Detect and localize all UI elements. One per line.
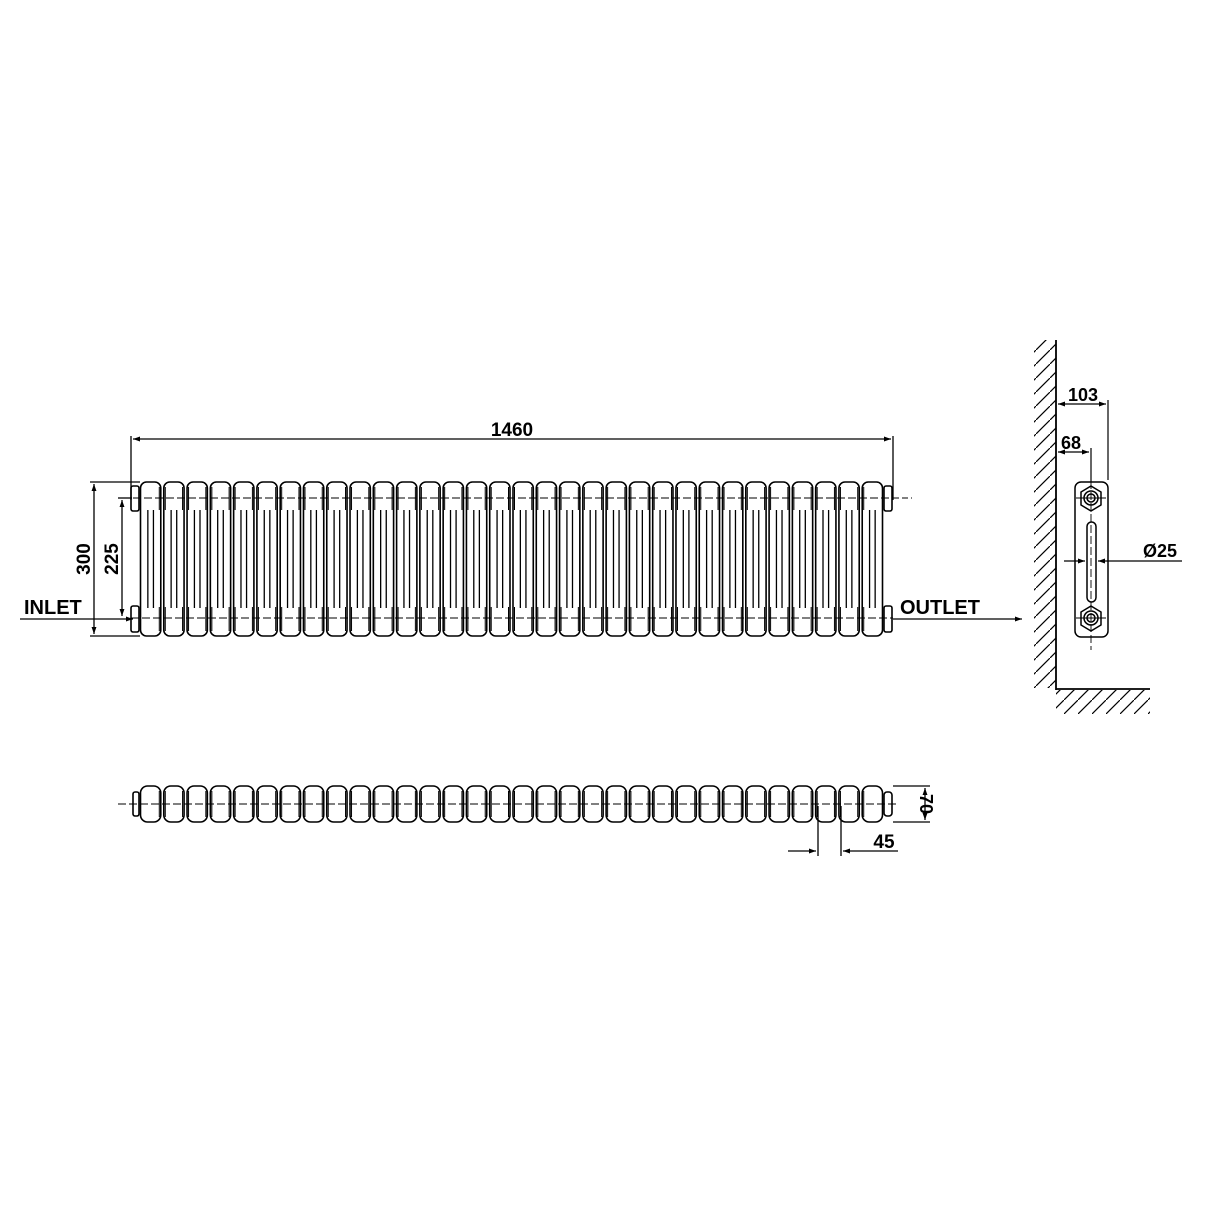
- front-section: [325, 481, 353, 637]
- section-slot: [1086, 521, 1097, 603]
- front-section: [465, 481, 492, 637]
- front-section: [372, 481, 399, 637]
- front-section: [349, 481, 376, 637]
- front-section: [698, 481, 725, 637]
- outlet-label: OUTLET: [900, 597, 980, 619]
- front-section: [256, 481, 283, 637]
- section-depth-label: 70: [916, 794, 936, 814]
- front-section: [675, 481, 702, 637]
- front-section: [488, 481, 515, 637]
- front-section: [139, 481, 166, 637]
- inlet-label: INLET: [24, 597, 82, 619]
- front-section: [745, 481, 772, 637]
- section-pitch-label: 45: [873, 832, 895, 853]
- front-section: [605, 481, 632, 637]
- wall-hatch: [1034, 340, 1056, 688]
- front-section: [395, 481, 422, 637]
- front-section: [419, 481, 446, 637]
- centres-label: 225: [102, 543, 123, 575]
- front-dimensions: [20, 436, 1022, 637]
- front-section: [721, 481, 748, 637]
- side-view: [1034, 340, 1182, 714]
- pipe-diameter-label: Ø25: [1143, 541, 1177, 561]
- end-plug: [883, 605, 893, 633]
- front-section: [768, 481, 795, 637]
- width-label: 1460: [491, 420, 533, 441]
- front-section: [861, 481, 884, 637]
- front-section: [512, 481, 539, 637]
- front-view: [122, 481, 893, 637]
- front-section: [279, 481, 306, 637]
- end-plug: [883, 485, 893, 512]
- front-section: [232, 481, 259, 637]
- front-section: [814, 481, 841, 637]
- front-section: [838, 481, 865, 637]
- depth-total-label: 103: [1068, 385, 1098, 405]
- front-section: [162, 481, 190, 637]
- top-dimensions: [788, 785, 930, 856]
- front-section: [558, 481, 585, 637]
- front-section: [442, 481, 469, 637]
- front-section: [628, 481, 655, 637]
- height-label: 300: [74, 543, 95, 575]
- front-section: [209, 481, 236, 637]
- front-section: [651, 481, 678, 637]
- floor-hatch: [1056, 690, 1150, 714]
- front-section: [186, 481, 213, 637]
- front-section: [582, 481, 609, 637]
- depth-centre-label: 68: [1061, 433, 1081, 453]
- end-plug: [130, 485, 140, 512]
- front-section: [535, 481, 562, 637]
- front-section: [791, 481, 818, 637]
- front-section: [302, 481, 329, 637]
- top-view: [118, 785, 898, 823]
